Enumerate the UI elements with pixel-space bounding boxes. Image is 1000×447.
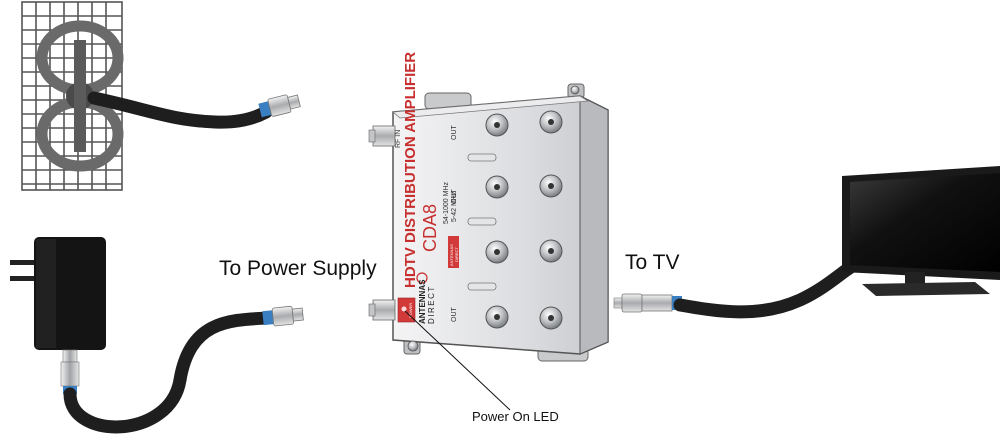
brand-line-1: ANTENNAS <box>418 279 427 324</box>
port-label-out-4: OUT <box>451 307 458 323</box>
antenna-cable <box>87 91 273 129</box>
tv-cable <box>673 255 867 319</box>
port-label-out-2: OUT <box>451 189 458 205</box>
adapter-cable-connector-2 <box>262 305 304 327</box>
label-power-on-led: Power On LED <box>472 409 559 424</box>
television <box>842 166 1000 296</box>
rf-in-port <box>368 125 396 147</box>
adapter-cable <box>63 311 275 434</box>
distribution-amplifier: HDTV DISTRIBUTION AMPLIFIER CDA8 54-1000… <box>368 52 609 362</box>
power-adapter <box>10 237 304 434</box>
port-label-rf-in: RF IN <box>395 130 402 148</box>
label-to-tv: To TV <box>625 251 680 274</box>
brand-logo-icon <box>416 272 428 284</box>
antenna <box>21 1 301 191</box>
tv-cable-group <box>613 255 867 319</box>
amplifier-model: CDA8 <box>420 204 440 252</box>
amplifier-tag-line-2: DIRECT <box>454 247 459 262</box>
label-to-power-supply: To Power Supply <box>219 257 377 280</box>
amplifier-tag-line-1: ANTENNAS <box>449 244 454 266</box>
port-label-out-1: OUT <box>451 125 458 141</box>
power-led <box>401 306 407 312</box>
power-led-text: POWER <box>408 303 413 318</box>
amplifier-spec-2: 5-42 MHz <box>451 191 458 222</box>
antenna-loops <box>36 20 124 172</box>
tv-cable-connector <box>613 293 682 313</box>
antenna-cable-connector <box>258 94 301 118</box>
amplifier-spec-1: 54-1000 MHz <box>443 181 450 224</box>
output-ports <box>485 110 563 330</box>
amplifier-red-tag <box>448 236 459 268</box>
power-led-pointer <box>404 310 511 411</box>
adapter-cable-connector <box>60 349 80 394</box>
amplifier-title: HDTV DISTRIBUTION AMPLIFIER <box>402 52 419 288</box>
port-slots <box>467 153 497 291</box>
dc-in-port <box>368 299 396 321</box>
brand-line-2: DIRECT <box>427 285 436 324</box>
